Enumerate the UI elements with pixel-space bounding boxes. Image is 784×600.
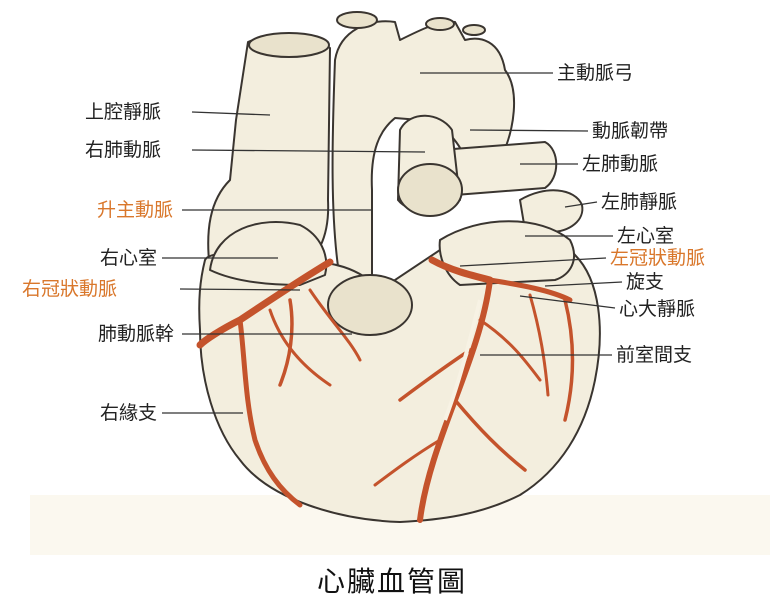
- label-aortic-arch: 主動脈弓: [557, 62, 633, 84]
- pulmonary-opening-top: [398, 164, 462, 216]
- label-anterior-interventricular-branch: 前室間支: [616, 344, 692, 366]
- subclavian-opening: [463, 25, 485, 35]
- label-right-marginal-branch: 右緣支: [100, 402, 157, 424]
- diagram-caption: 心臟血管圖: [0, 560, 784, 600]
- label-left-coronary-artery: 左冠狀動脈: [610, 247, 705, 269]
- label-circumflex-branch: 旋支: [626, 271, 664, 293]
- label-right-pulmonary-artery: 右肺動脈: [85, 139, 161, 161]
- label-pulmonary-trunk: 肺動脈幹: [98, 323, 174, 345]
- left-ventricle-shape: [440, 221, 574, 285]
- label-right-coronary-artery: 右冠狀動脈: [22, 278, 117, 300]
- carotid-opening: [426, 18, 454, 30]
- label-left-pulmonary-vein: 左肺靜脈: [601, 191, 677, 213]
- brachiocephalic-opening: [337, 12, 377, 28]
- pulmonary-trunk-opening: [328, 275, 412, 335]
- svc-opening: [249, 33, 329, 57]
- label-left-ventricle: 左心室: [617, 225, 674, 247]
- label-superior-vena-cava: 上腔靜脈: [85, 101, 161, 123]
- label-right-ventricle: 右心室: [100, 247, 157, 269]
- label-ascending-aorta: 升主動脈: [97, 199, 173, 221]
- label-ligamentum-arteriosum: 動脈韌帶: [592, 120, 668, 142]
- label-great-cardiac-vein: 心大靜脈: [619, 298, 695, 320]
- label-left-pulmonary-artery: 左肺動脈: [582, 153, 658, 175]
